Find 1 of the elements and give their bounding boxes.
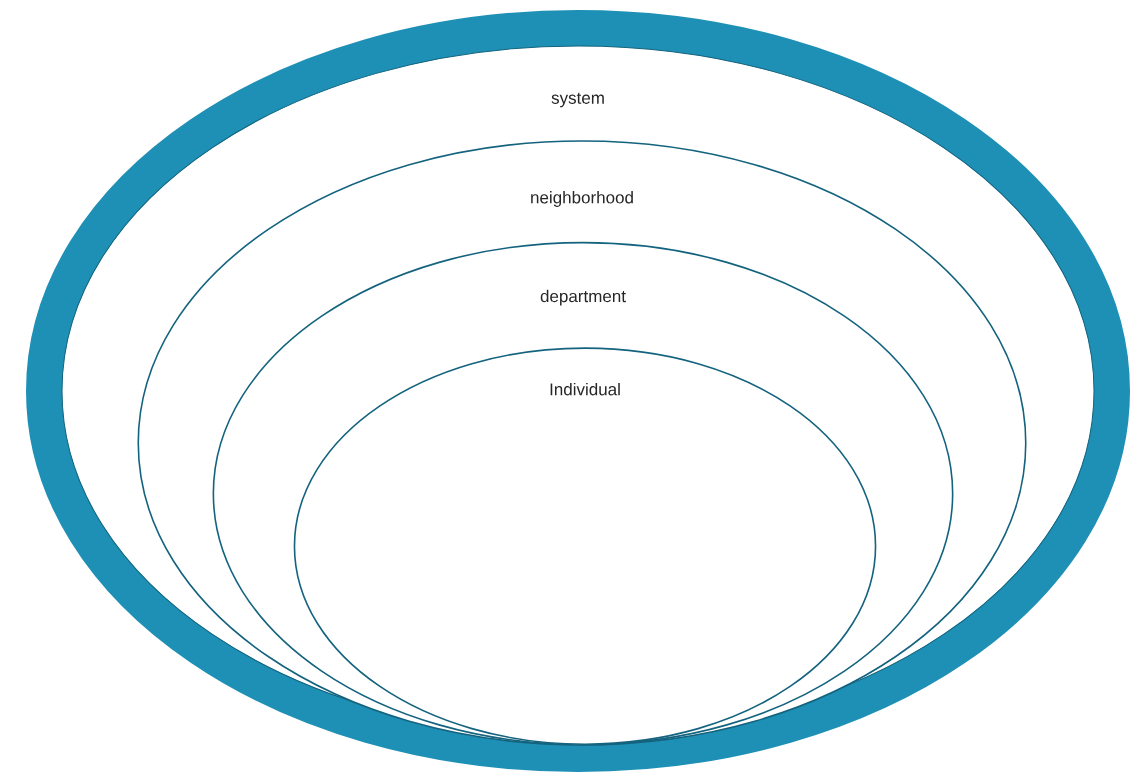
- ellipse-ring: Individual: [293, 347, 877, 745]
